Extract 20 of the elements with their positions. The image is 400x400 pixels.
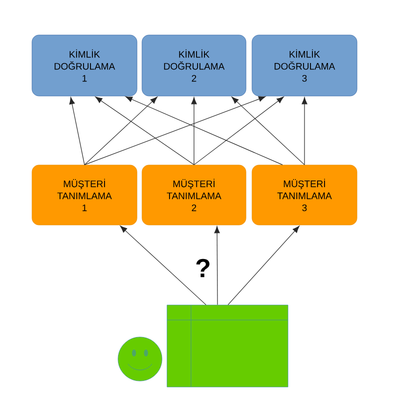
identification-box: MÜŞTERİ TANIMLAMA 2: [142, 164, 246, 226]
arrow: [84, 96, 266, 166]
arrow: [120, 226, 206, 306]
arrow: [125, 96, 283, 166]
identification-box: MÜŞTERİ TANIMLAMA 1: [32, 164, 138, 226]
arrow: [95, 96, 194, 166]
arrow: [69, 97, 85, 166]
arrow: [214, 226, 220, 306]
arrow: [194, 96, 284, 166]
arrow: [232, 96, 305, 166]
authentication-box: KİMLİK DOĞRULAMA 1: [32, 34, 138, 96]
window-drawing: [166, 304, 288, 388]
identification-box: MÜŞTERİ TANIMLAMA 3: [252, 164, 358, 226]
arrow: [302, 97, 308, 166]
arrow: [228, 226, 300, 306]
arrow: [84, 96, 158, 166]
authentication-box: KİMLİK DOĞRULAMA 2: [142, 34, 246, 96]
authentication-box: KİMLİK DOĞRULAMA 3: [252, 34, 358, 96]
arrow: [191, 97, 197, 166]
edge-label: ?: [196, 258, 210, 278]
